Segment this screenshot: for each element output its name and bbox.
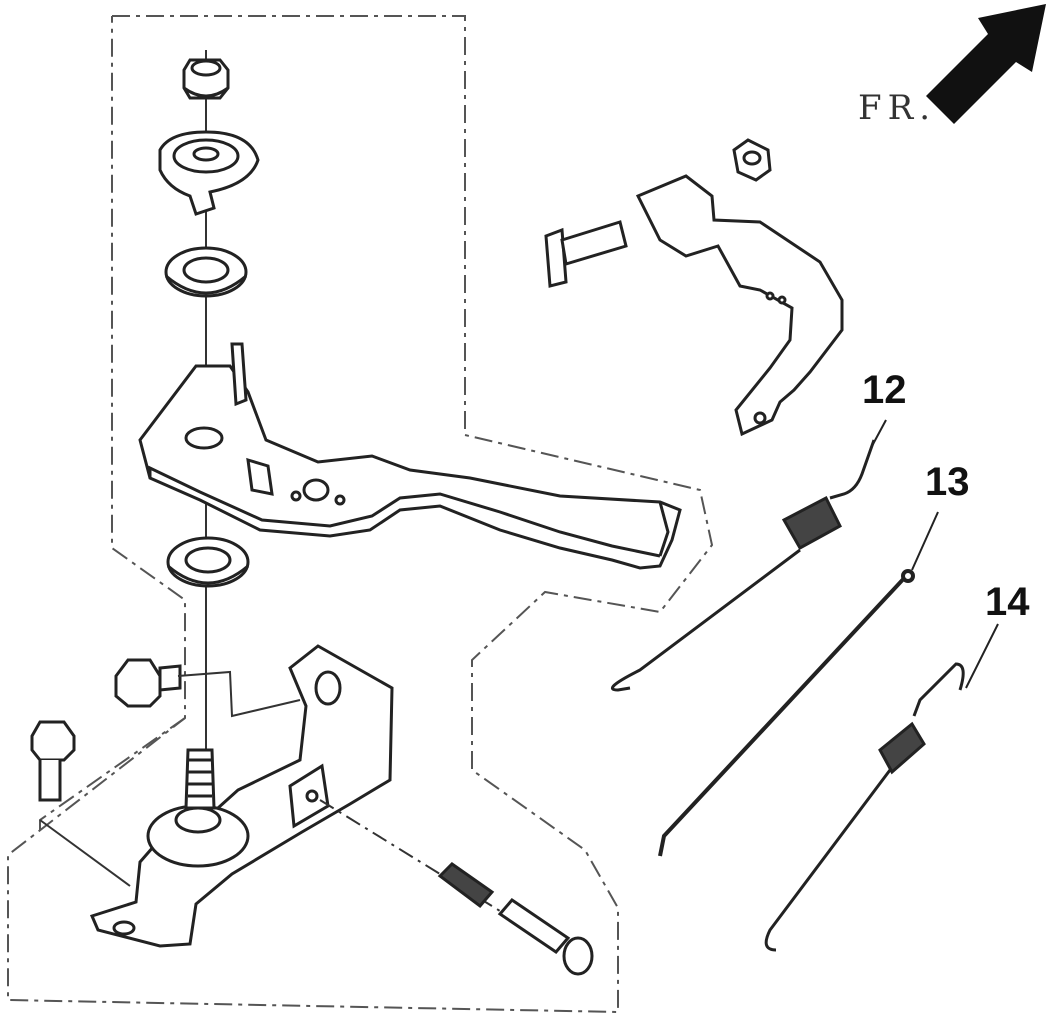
part-13-rod: [658, 569, 915, 857]
bolt-guide-line-lower: [39, 819, 131, 887]
control-lever: [138, 342, 682, 570]
compression-spring: [437, 862, 495, 909]
front-direction-label: FR.: [858, 88, 936, 128]
spring-bolt-axis: [319, 799, 561, 949]
shoulder-bolt: [497, 898, 594, 976]
callout-12-leader: [871, 419, 887, 447]
hex-nut-upper-right: [732, 138, 772, 182]
front-direction-arrow: [926, 4, 1046, 124]
part-12-spring: [611, 439, 876, 692]
callout-14: 14: [985, 580, 1030, 624]
upper-bushing-washer: [164, 246, 248, 298]
lower-bushing-washer: [166, 536, 250, 588]
pivot-bracket: [635, 174, 844, 437]
flange-nut: [182, 58, 230, 100]
hex-bolt-upper: [114, 658, 182, 708]
bolt-guide-line: [177, 670, 301, 718]
mounting-bracket: [89, 644, 394, 948]
ball-stud: [146, 748, 250, 868]
callout-12: 12: [862, 368, 907, 412]
part-14-spring: [764, 662, 965, 952]
cupped-lock-washer: [158, 130, 260, 216]
callout-13-leader: [911, 511, 939, 571]
callout-14-leader: [965, 623, 999, 689]
hex-bolt-lower: [30, 720, 76, 802]
carriage-bolt: [544, 220, 628, 288]
callout-13: 13: [925, 460, 970, 504]
